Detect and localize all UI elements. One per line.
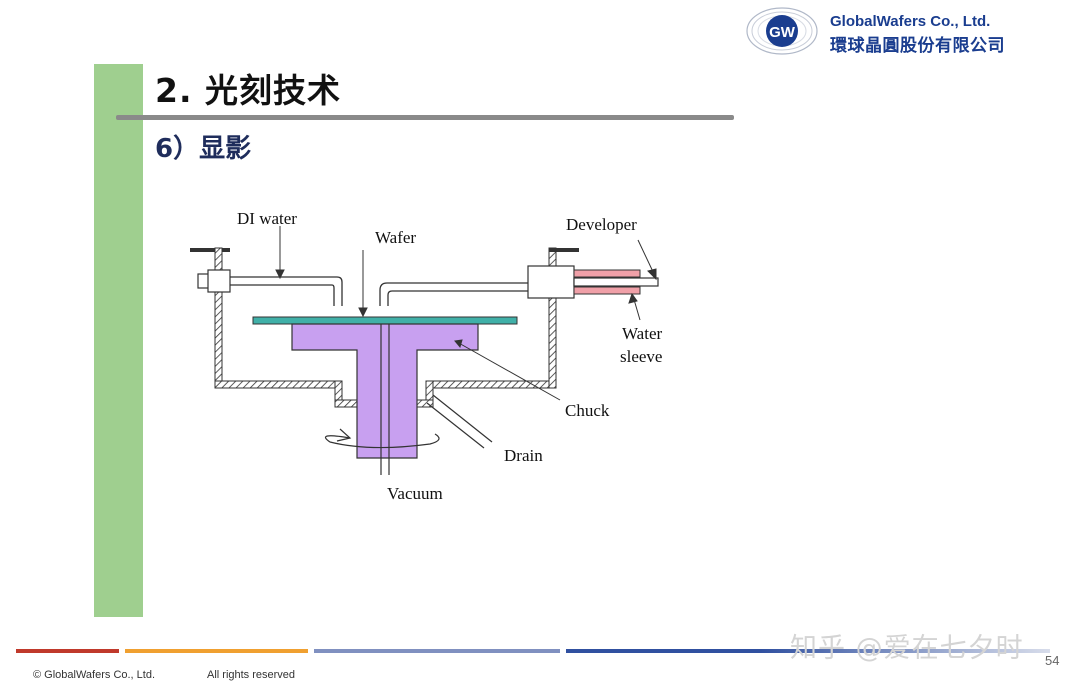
footer-line-lavender xyxy=(314,649,560,653)
company-logo: GW GlobalWafers Co., Ltd. 環球晶圓股份有限公司 xyxy=(745,6,1045,60)
globe-logo-icon: GW xyxy=(746,7,818,55)
footer-rights: All rights reserved xyxy=(207,669,296,681)
label-developer: Developer xyxy=(566,215,637,234)
slide-subtitle: 6）显影 xyxy=(155,134,252,164)
chuck xyxy=(291,323,479,459)
footer-line-orange xyxy=(125,649,308,653)
label-drain: Drain xyxy=(504,446,543,465)
label-water-sleeve-2: sleeve xyxy=(620,347,662,366)
footer-line-blue xyxy=(566,649,1050,653)
water-sleeve-bottom xyxy=(573,286,641,295)
developer-nozzle xyxy=(379,265,659,306)
rotation-arrow xyxy=(325,433,440,449)
footer-line-red xyxy=(16,649,119,653)
drain-pipe xyxy=(426,394,493,449)
slide-title: 2. 光刻技术 xyxy=(155,71,341,110)
left-accent-bar xyxy=(94,64,143,617)
wafer xyxy=(252,316,518,325)
watermark: 知乎 @爱在七夕时 xyxy=(790,633,1024,664)
label-vacuum: Vacuum xyxy=(387,484,443,503)
water-sleeve-top xyxy=(573,269,641,278)
di-water-nozzle xyxy=(197,269,343,306)
label-wafer: Wafer xyxy=(375,228,416,247)
title-divider xyxy=(116,115,734,120)
company-name-en: GlobalWafers Co., Ltd. xyxy=(830,13,991,30)
footer-copyright: © GlobalWafers Co., Ltd. xyxy=(33,669,156,681)
label-water-sleeve-1: Water xyxy=(622,324,662,343)
chamber-wall xyxy=(190,247,579,408)
label-di-water: DI water xyxy=(237,209,297,228)
company-name-cn: 環球晶圓股份有限公司 xyxy=(830,36,1005,56)
page-number: 54 xyxy=(1045,653,1060,668)
develop-process-diagram: DI water Wafer Developer Water sleeve Ch… xyxy=(190,209,662,503)
logo-mark: GW xyxy=(769,24,796,41)
label-chuck: Chuck xyxy=(565,401,610,420)
